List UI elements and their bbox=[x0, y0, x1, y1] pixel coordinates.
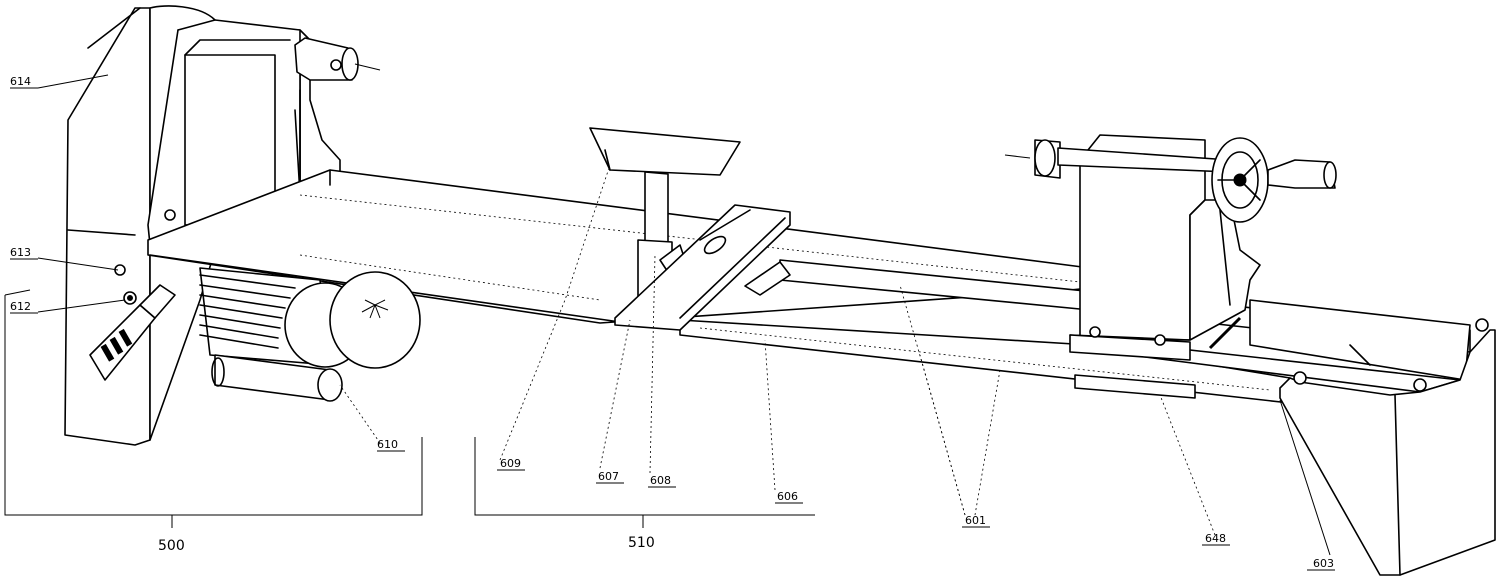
callout-613: 613 bbox=[10, 246, 38, 260]
svg-text:612: 612 bbox=[10, 300, 31, 313]
svg-text:613: 613 bbox=[10, 246, 31, 259]
callout-609: 609 bbox=[497, 457, 525, 471]
group-label-510: 510 bbox=[628, 535, 655, 551]
banjo-607 bbox=[614, 204, 791, 331]
svg-text:610: 610 bbox=[377, 438, 398, 451]
callout-603: 603 bbox=[1307, 557, 1335, 571]
callout-612: 612 bbox=[10, 300, 38, 314]
motor-610 bbox=[199, 267, 421, 402]
leader-lines bbox=[37, 74, 1331, 556]
callout-614: 614 bbox=[10, 75, 38, 89]
callout-607: 607 bbox=[596, 470, 624, 484]
group-label-500: 500 bbox=[158, 538, 185, 554]
right-stand-603 bbox=[1279, 318, 1496, 576]
svg-text:614: 614 bbox=[10, 75, 31, 88]
group-bracket-510 bbox=[474, 437, 815, 528]
svg-text:609: 609 bbox=[500, 457, 521, 470]
svg-text:606: 606 bbox=[777, 490, 798, 503]
callout-610: 610 bbox=[377, 438, 405, 452]
callout-648: 648 bbox=[1202, 532, 1230, 546]
svg-text:648: 648 bbox=[1205, 532, 1226, 545]
svg-text:603: 603 bbox=[1313, 557, 1334, 570]
callout-606: 606 bbox=[775, 490, 803, 504]
tailstock bbox=[1004, 134, 1337, 361]
callout-608: 608 bbox=[648, 474, 676, 488]
svg-text:607: 607 bbox=[598, 470, 619, 483]
group-bracket-500 bbox=[4, 289, 423, 528]
svg-text:608: 608 bbox=[650, 474, 671, 487]
svg-text:601: 601 bbox=[965, 514, 986, 527]
callout-601: 601 bbox=[962, 514, 990, 528]
